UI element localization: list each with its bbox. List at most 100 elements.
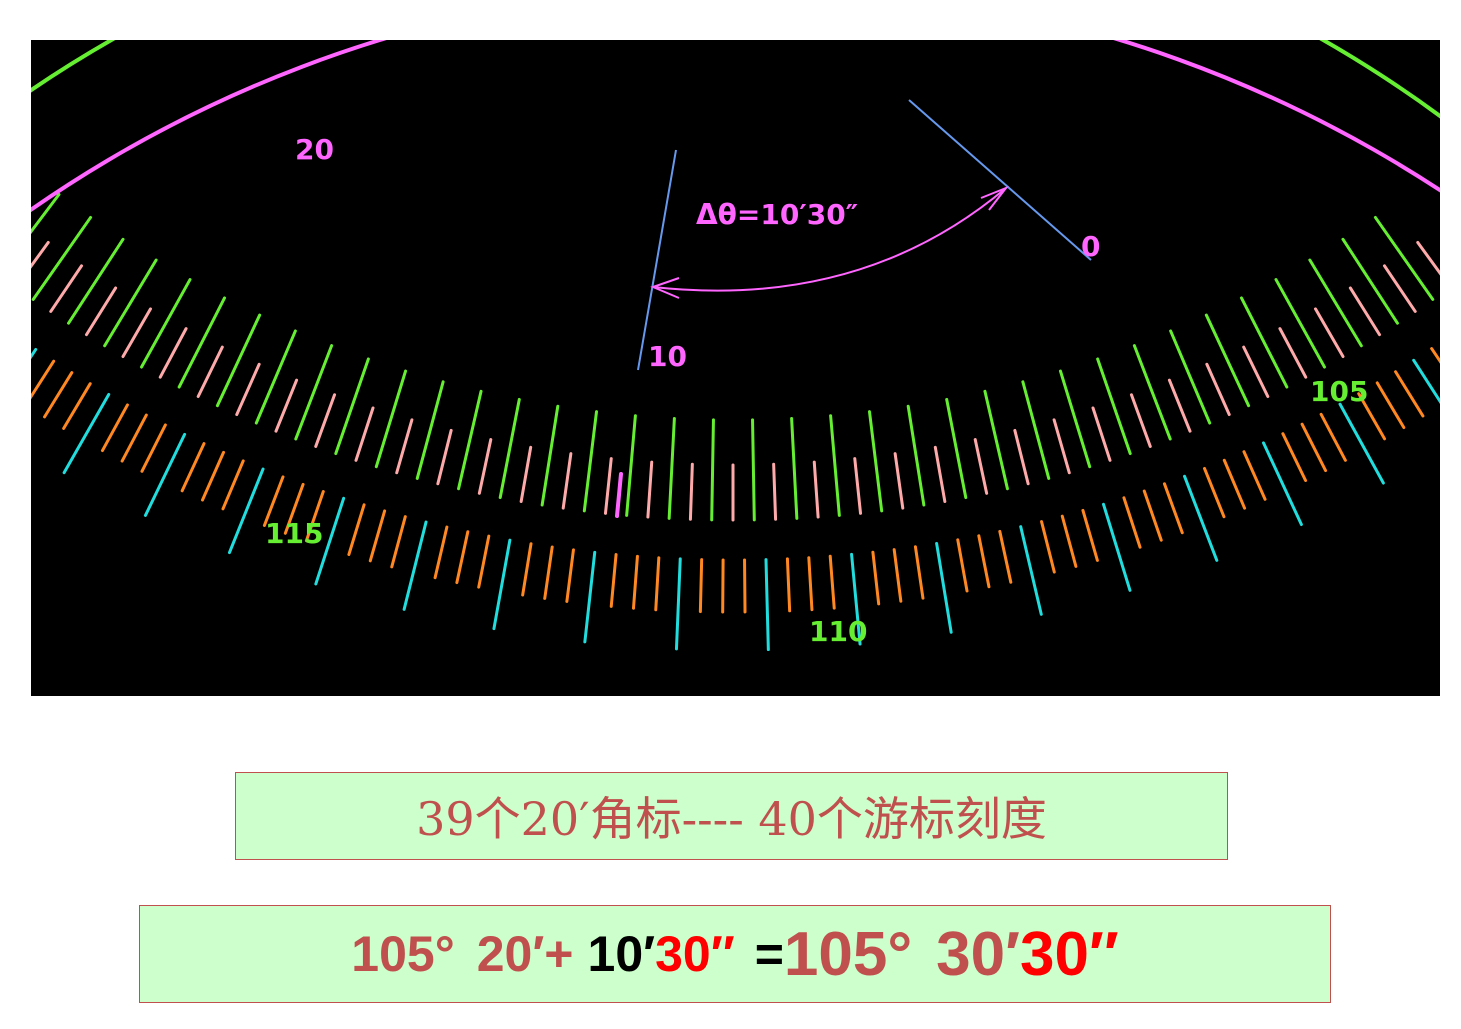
main-scale-tick [334, 357, 370, 456]
vernier-scale-short-tick [828, 554, 836, 610]
vernier-scale-short-tick [1122, 496, 1142, 549]
main-scale-tick [67, 237, 125, 325]
vernier-scale-short-tick [1040, 520, 1056, 574]
main-scale-tick [790, 416, 799, 520]
formula-main-degrees: 105° [351, 926, 455, 982]
vernier-scale-short-tick [1060, 514, 1078, 568]
vernier-scale-long-tick [935, 541, 953, 634]
main-scale-tick [140, 278, 192, 369]
main-scale-minor-tick [519, 445, 533, 503]
main-scale-minor-tick [1091, 406, 1112, 462]
vernier-label-0: 0 [1081, 230, 1100, 263]
vernier-scale-short-tick [1394, 370, 1425, 418]
vernier-scale-long-tick [1019, 525, 1043, 616]
main-scale-tick [215, 313, 262, 408]
vernier-scale-short-tick [201, 450, 226, 502]
main-scale-minor-tick [1382, 264, 1417, 313]
main-scale-tick [1096, 357, 1132, 456]
vernier-scale-long-tick [674, 557, 682, 651]
vernier-scale-short-tick [43, 371, 74, 419]
formula-vernier-minutes: 10′ [587, 926, 656, 982]
main-scale-minor-tick [1416, 241, 1440, 276]
delta-theta-label: Δθ=10′30″ [696, 198, 858, 231]
main-scale-tick [751, 418, 756, 522]
vernier-scale-short-tick [221, 459, 245, 511]
main-scale-tick [177, 296, 227, 389]
main-scale-label-110: 110 [809, 615, 867, 648]
vernier-scale-short-tick [283, 482, 305, 535]
main-scale-minor-tick [1278, 327, 1308, 379]
main-scale-minor-tick [395, 418, 414, 475]
vernier-scale-short-tick [140, 423, 167, 473]
main-scale-minor-tick [933, 445, 947, 503]
vernier-scale-long-tick [143, 432, 187, 517]
main-scale-minor-tick [973, 438, 989, 495]
vernier-scale-long-tick [227, 467, 265, 555]
vernier-scale-long-tick [492, 538, 512, 631]
vernier-scale-short-tick [913, 545, 925, 600]
main-scale-tick [415, 380, 445, 480]
main-scale-minor-tick [1013, 428, 1030, 486]
main-scale-minor-tick [158, 327, 188, 379]
main-scale-minor-tick [1242, 345, 1270, 399]
main-scale-minor-tick [893, 452, 905, 510]
vernier-scale-short-tick [698, 558, 704, 614]
main-scale-label-105: 105 [1310, 375, 1368, 408]
main-scale-tick [294, 344, 334, 441]
vernier-scale-long-tick [1412, 358, 1440, 405]
main-scale-minor-tick [853, 457, 863, 515]
vernier-scale-short-tick [1242, 450, 1267, 501]
vernier-index-mark [615, 472, 623, 518]
vernier-scale-short-tick [1375, 381, 1406, 430]
formula-vernier-seconds: 30′′ [655, 926, 735, 982]
main-scale-tick [1373, 215, 1435, 301]
main-scale-tick [906, 404, 926, 507]
main-scale-tick [1058, 369, 1092, 469]
vernier-scale-short-tick [62, 382, 92, 430]
vernier-scale-short-tick [1430, 347, 1440, 364]
formula-main-minutes: 20′+ [476, 926, 574, 982]
vernier-scale-short-tick [807, 556, 814, 612]
vernier-scale-short-tick [956, 538, 969, 593]
main-scale-minor-tick [235, 362, 261, 417]
main-scale-minor-tick [196, 345, 224, 399]
vernier-scale-short-tick [785, 557, 792, 613]
formula-equals: = [754, 926, 784, 982]
main-scale-minor-tick [31, 241, 50, 269]
vernier-scale-short-tick [1357, 392, 1387, 441]
arrow-left-icon [650, 277, 680, 299]
vernier-scale-short-tick [120, 413, 148, 463]
vernier-scale-diagram: 20 105 110 115 0 10 Δθ=10′30″ [31, 40, 1440, 652]
main-scale-tick [254, 329, 297, 425]
main-scale-tick [103, 258, 158, 348]
main-scale-tick [1274, 278, 1326, 369]
main-scale-minor-tick [1052, 418, 1071, 475]
main-scale-tick [667, 416, 676, 520]
main-scale-arc [31, 40, 1440, 119]
main-scale-tick [1239, 296, 1289, 389]
vernier-scale-long-tick [1101, 502, 1132, 592]
main-scale-tick [582, 410, 599, 513]
main-scale-minor-tick [561, 452, 573, 510]
formula-result-degrees: 105° [783, 919, 913, 989]
vernier-scale-long-tick [314, 496, 346, 586]
vernier-scale-short-tick [347, 503, 366, 557]
vernier-diagram-panel: 20 105 110 115 0 10 Δθ=10′30″ [31, 40, 1440, 696]
main-scale-tick [498, 397, 521, 500]
main-scale-minor-tick [603, 457, 613, 515]
main-scale-minor-tick [772, 462, 778, 521]
main-scale-minor-tick [1129, 393, 1152, 448]
main-scale-minor-tick [477, 438, 493, 495]
delta-angle-arc [652, 187, 1007, 292]
vernier-scale-short-tick [543, 545, 554, 600]
main-scale-label-20: 20 [295, 133, 334, 166]
vernier-scale-short-tick [1202, 466, 1226, 519]
main-scale-tick [1021, 380, 1051, 480]
vernier-scale-short-tick [368, 509, 387, 563]
main-scale-minor-tick [1167, 378, 1192, 433]
vernier-0-reference-line [908, 99, 1092, 261]
main-scale-tick [983, 389, 1009, 491]
vernier-scale-long-tick [31, 347, 38, 360]
vernier-scale-long-tick [1183, 474, 1219, 562]
main-scale-tick [867, 410, 884, 513]
